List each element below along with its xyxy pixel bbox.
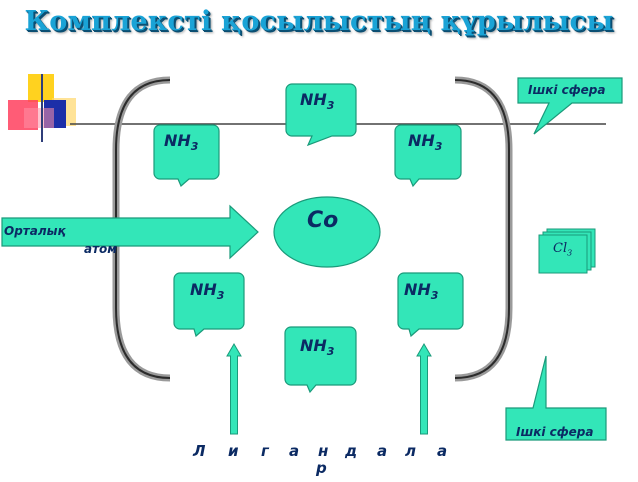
ligands-letter: г bbox=[261, 442, 269, 460]
central-atom-ellipse bbox=[273, 196, 381, 268]
callout-top-right-label: Ішкі сфера bbox=[528, 83, 606, 97]
ligand-label-bottom: NH3 bbox=[300, 336, 335, 359]
callout-bottom-right bbox=[505, 355, 607, 441]
ligand-label-upper-right: NH3 bbox=[408, 131, 443, 154]
ligand-label-upper-left: NH3 bbox=[164, 131, 199, 154]
ligand-bubble-bottom bbox=[284, 326, 357, 394]
outer-sphere-card bbox=[538, 234, 588, 274]
ligand-label-lower-left: NH3 bbox=[190, 280, 225, 303]
ligands-letter: а bbox=[289, 442, 300, 460]
ligands-letter: л bbox=[405, 442, 416, 460]
ligand-bubble-top bbox=[285, 83, 357, 147]
ligand-label-top: NH3 bbox=[300, 90, 335, 113]
central-atom-label: Co bbox=[307, 208, 339, 233]
ligands-letter: а bbox=[437, 442, 448, 460]
ligand-arrow-right bbox=[416, 343, 432, 435]
ligands-letter: и bbox=[228, 442, 239, 460]
page-title: Комплексті қосылыстың құрылысы bbox=[24, 6, 614, 37]
ligand-label-lower-right: NH3 bbox=[404, 280, 439, 303]
ligand-bubble-lower-left bbox=[173, 272, 245, 338]
outer-sphere-ion: Cl3 bbox=[553, 241, 573, 258]
ligands-letter: д bbox=[345, 442, 358, 460]
ligands-letter: а bbox=[377, 442, 388, 460]
ligands-letter: н bbox=[318, 442, 329, 460]
callout-top-right bbox=[517, 77, 623, 135]
ligands-letter: Л bbox=[193, 442, 206, 460]
ligand-bubble-upper-right bbox=[394, 124, 462, 188]
central-atom-arrow-label-line2: атом bbox=[84, 242, 118, 256]
ligands-label: Л и г а н д а л а р bbox=[0, 442, 638, 482]
ligand-arrow-left bbox=[226, 343, 242, 435]
callout-bottom-right-label: Ішкі сфера bbox=[516, 425, 594, 439]
central-atom-arrow bbox=[1, 204, 259, 260]
ligands-letter: р bbox=[316, 459, 327, 477]
central-atom-arrow-label-line1: Орталық bbox=[4, 224, 66, 238]
ligand-bubble-lower-right bbox=[397, 272, 464, 338]
decorative-squares bbox=[8, 72, 93, 142]
ligand-bubble-upper-left bbox=[153, 124, 220, 187]
